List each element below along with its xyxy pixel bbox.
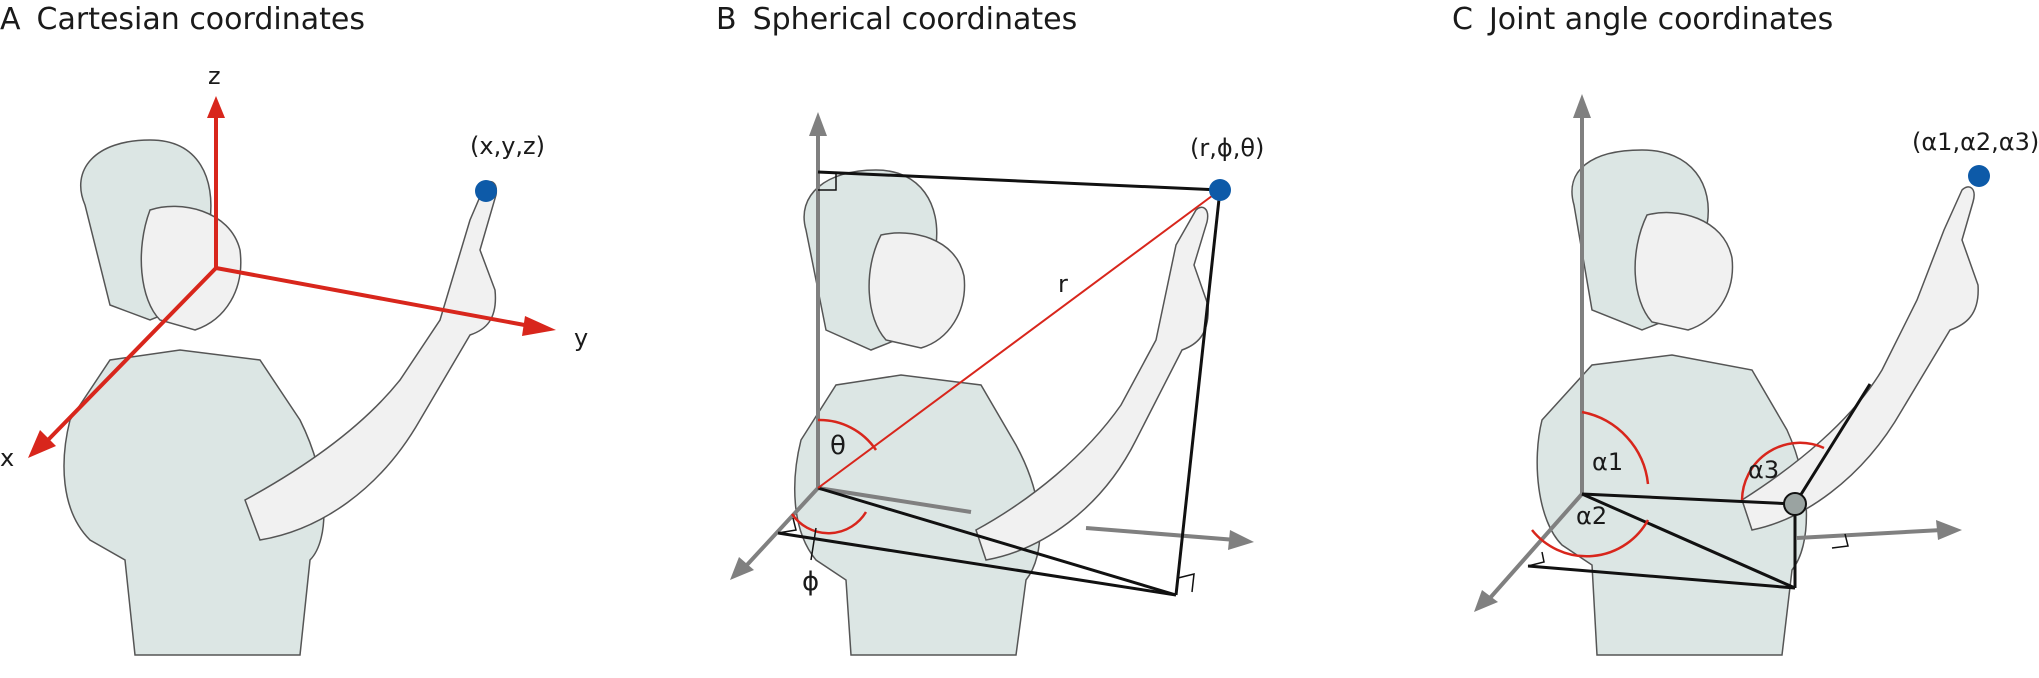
- radius-line: [817, 189, 1221, 489]
- panel-cartesian: A Cartesian coordinates z y x (x,y,z): [0, 0, 680, 678]
- z-axis-label: z: [208, 62, 221, 90]
- y-axis-arrowhead: [522, 316, 556, 336]
- panel-a-title: A Cartesian coordinates: [0, 2, 365, 37]
- alpha2-label: α2: [1576, 502, 1607, 530]
- target-point-c: [1968, 165, 1990, 187]
- arm-segment-lines: [1527, 383, 1872, 590]
- spherical-axes: [730, 112, 1254, 580]
- theta-arc: [817, 418, 878, 451]
- panel-spherical: B Spherical coordinates: [716, 0, 1316, 678]
- x-axis-label: x: [0, 444, 14, 472]
- panel-c-diagram: (α1,α2,α3) α1 α2 α3: [1474, 94, 2039, 656]
- z-axis-arrowhead: [207, 96, 225, 118]
- phi-label: ϕ: [802, 567, 819, 597]
- elbow-joint: [1783, 492, 1807, 516]
- panel-b-title: B Spherical coordinates: [716, 2, 1077, 37]
- person-figure-a: [63, 139, 498, 656]
- panel-b-diagram: (r,ϕ,θ) r θ ϕ: [730, 112, 1264, 656]
- panel-joint-angle: C Joint angle coordinates: [1452, 0, 2039, 678]
- point-label-b: (r,ϕ,θ): [1190, 134, 1264, 162]
- target-point-a: [475, 180, 497, 202]
- theta-label: θ: [830, 431, 846, 461]
- alpha3-arc: [1740, 441, 1825, 501]
- target-point-b: [1209, 179, 1231, 201]
- alpha2-arc: [1531, 519, 1650, 558]
- point-label-c: (α1,α2,α3): [1912, 128, 2039, 156]
- point-label-a: (x,y,z): [470, 132, 545, 160]
- panel-c-title-text: Joint angle coordinates: [1488, 2, 1834, 37]
- phi-pointer: [810, 527, 817, 561]
- phi-arc: [790, 511, 868, 535]
- alpha1-arc: [1581, 410, 1650, 485]
- y-axis-label: y: [574, 324, 588, 352]
- person-figure-c: [1536, 149, 1979, 656]
- alpha3-label: α3: [1748, 456, 1779, 484]
- radius-label: r: [1058, 270, 1068, 298]
- panel-a-title-text: Cartesian coordinates: [36, 2, 365, 37]
- panel-b-letter: B: [716, 2, 737, 37]
- cartesian-axes: [28, 96, 556, 458]
- alpha1-label: α1: [1592, 448, 1623, 476]
- projection-lines: [777, 170, 1222, 597]
- person-figure-b: [794, 169, 1209, 656]
- panel-c-letter: C: [1452, 2, 1473, 37]
- x-axis-arrowhead: [28, 430, 56, 458]
- panel-a-letter: A: [0, 2, 21, 37]
- panel-a-diagram: z y x (x,y,z): [0, 62, 588, 656]
- panel-c-title: C Joint angle coordinates: [1452, 2, 1833, 37]
- panel-b-title-text: Spherical coordinates: [752, 2, 1078, 37]
- joint-axes: [1474, 94, 1962, 612]
